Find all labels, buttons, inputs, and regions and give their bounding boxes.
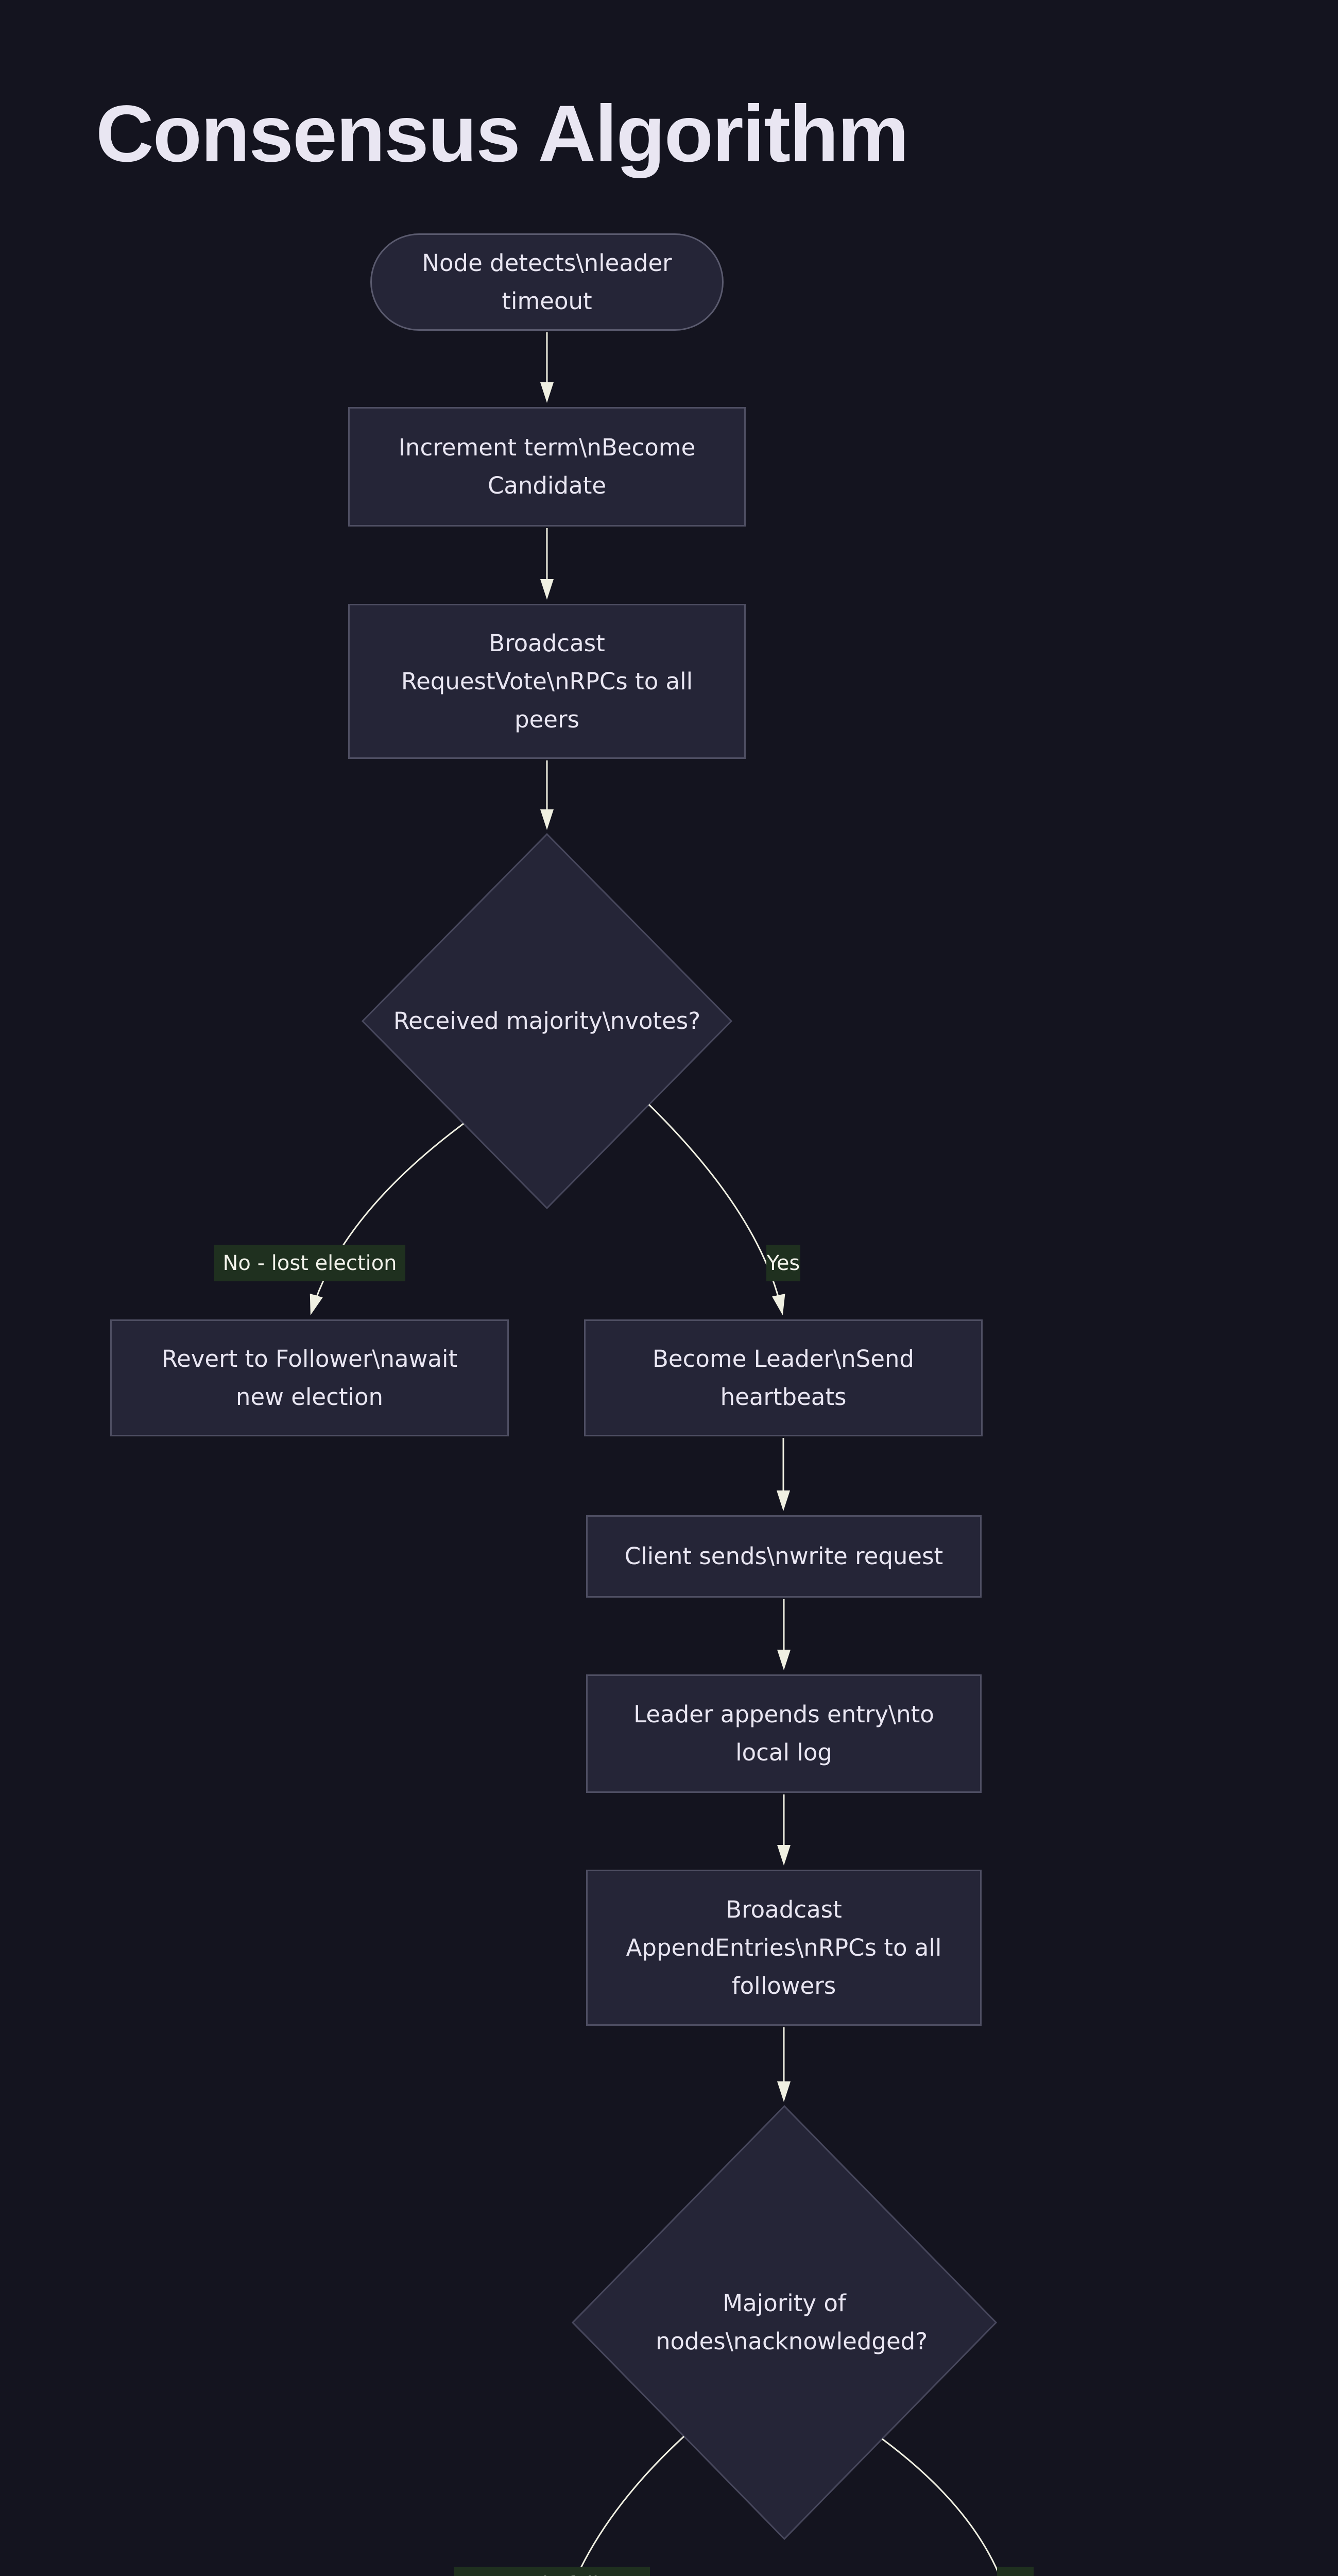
node-client-sends-write: Client sends\nwrite request: [586, 1515, 982, 1598]
edge-label-yes-2: Yes: [997, 2567, 1034, 2576]
edge-diamond2-yes: [882, 2438, 1001, 2576]
node-label: Leader appends entry\nto local log: [633, 1701, 934, 1766]
node-label: Broadcast RequestVote\nRPCs to all peers: [401, 629, 693, 733]
node-broadcast-appendentries: Broadcast AppendEntries\nRPCs to all fol…: [586, 1870, 982, 2026]
diamond-received-majority-votes: [361, 833, 733, 1210]
edge-diamond2-no: [576, 2435, 685, 2576]
edge-label-no-node-failures: No - node failures: [454, 2567, 650, 2576]
node-broadcast-requestvote: Broadcast RequestVote\nRPCs to all peers: [348, 604, 746, 759]
edge-label-yes-1: Yes: [766, 1245, 800, 1281]
node-label: Revert to Follower\nawait new election: [161, 1345, 458, 1411]
diamond-majority-acknowledged: [571, 2105, 998, 2540]
node-label: Node detects\nleader timeout: [422, 249, 672, 315]
node-label: Broadcast AppendEntries\nRPCs to all fol…: [626, 1895, 942, 1999]
node-start: Node detects\nleader timeout: [370, 233, 724, 331]
node-become-leader: Become Leader\nSend heartbeats: [584, 1319, 983, 1436]
edge-label-no-lost-election: No - lost election: [214, 1245, 405, 1281]
node-increment-term: Increment term\nBecome Candidate: [348, 407, 746, 527]
node-label: Increment term\nBecome Candidate: [398, 434, 696, 499]
node-label: Client sends\nwrite request: [624, 1543, 944, 1570]
node-label: Become Leader\nSend heartbeats: [653, 1345, 914, 1411]
node-revert-to-follower: Revert to Follower\nawait new election: [110, 1319, 509, 1436]
page-title: Consensus Algorithm: [96, 89, 909, 179]
edge-diamond1-yes: [648, 1104, 785, 1315]
edge-diamond1-no: [310, 1123, 464, 1315]
node-leader-appends-entry: Leader appends entry\nto local log: [586, 1674, 982, 1793]
